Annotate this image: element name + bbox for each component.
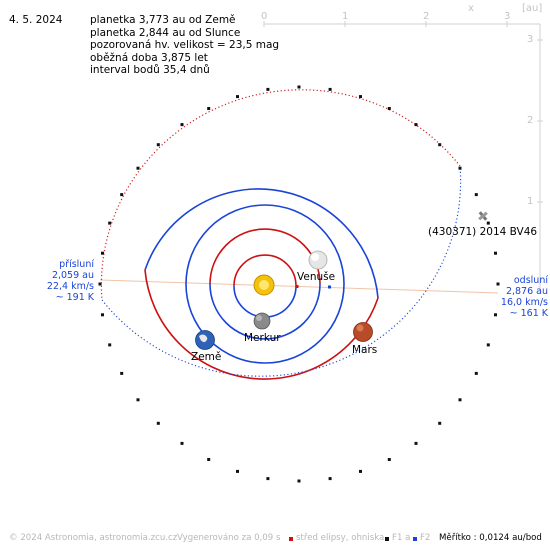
mars-orbit-upper bbox=[144, 188, 379, 299]
ellipse-center-marker bbox=[295, 285, 299, 288]
earth-orbit-lower bbox=[185, 283, 345, 364]
orbit-interval-marker bbox=[180, 441, 184, 445]
mercury-label: Merkur bbox=[244, 332, 281, 344]
orbit-interval-marker bbox=[458, 166, 462, 170]
info-line: planetka 3,773 au od Země bbox=[90, 14, 236, 26]
x-tick-2: 2 bbox=[423, 11, 430, 22]
orbit-interval-marker bbox=[156, 421, 160, 425]
y-tick-2: 2 bbox=[527, 115, 534, 126]
mars-label: Mars bbox=[352, 344, 378, 356]
orbit-interval-marker bbox=[101, 251, 104, 255]
orbit-interval-marker bbox=[156, 143, 160, 147]
apsis-line bbox=[99, 279, 499, 294]
orbit-interval-marker bbox=[414, 441, 418, 445]
mercury-orbit bbox=[233, 254, 297, 287]
orbit-interval-marker bbox=[359, 95, 362, 99]
perihelion-info: přísluní 2,059 au 22,4 km/s ~ 191 K bbox=[47, 259, 94, 303]
copyright-link[interactable]: © 2024 Astronomia, astronomia.zcu.cz bbox=[9, 533, 178, 543]
orbit-interval-marker bbox=[494, 251, 497, 255]
unit-label: [au] bbox=[522, 3, 543, 14]
legend-f2: F2 bbox=[420, 533, 431, 543]
generated-time: Vygenerováno za 0,09 s bbox=[177, 533, 281, 543]
sun-icon bbox=[253, 274, 275, 296]
perihelion-temp: ~ 191 K bbox=[55, 292, 94, 303]
asteroid-label: (430371) 2014 BV46 bbox=[428, 226, 538, 238]
orbit-interval-marker bbox=[236, 469, 239, 473]
orbit-interval-marker bbox=[494, 313, 497, 317]
venus-icon[interactable] bbox=[308, 250, 328, 270]
scale-label: Měřítko : 0,0124 au/bod bbox=[439, 533, 542, 543]
orbit-interval-marker bbox=[496, 282, 500, 286]
info-line: interval bodů 35,4 dnů bbox=[90, 64, 210, 76]
asteroid-icon[interactable] bbox=[476, 209, 490, 223]
orbit-interval-marker bbox=[108, 221, 112, 225]
orbit-interval-marker bbox=[120, 193, 124, 197]
venus-label: Venuše bbox=[297, 271, 336, 283]
aphelion-distance: 2,876 au bbox=[505, 286, 548, 297]
legend-f1: F1 a bbox=[392, 533, 411, 543]
x-tick-3: 3 bbox=[504, 11, 511, 22]
aphelion-title: odsluní bbox=[513, 275, 548, 286]
orbit-interval-marker bbox=[474, 193, 478, 197]
earth-icon[interactable] bbox=[195, 330, 215, 350]
orbit-interval-marker bbox=[136, 398, 140, 402]
focus-f2-marker bbox=[328, 285, 331, 289]
orbit-interval-marker bbox=[474, 371, 478, 375]
orbit-interval-marker bbox=[98, 282, 102, 286]
orbit-interval-marker bbox=[180, 123, 184, 127]
perihelion-speed: 22,4 km/s bbox=[46, 281, 94, 292]
orbit-interval-marker bbox=[486, 343, 490, 347]
aphelion-speed: 16,0 km/s bbox=[500, 297, 548, 308]
y-tick-1: 1 bbox=[527, 196, 534, 207]
orbit-interval-marker bbox=[297, 479, 301, 483]
date-label: 4. 5. 2024 bbox=[9, 14, 63, 26]
venus-orbit-lower bbox=[209, 283, 321, 340]
orbit-interval-marker bbox=[120, 371, 124, 375]
orbit-interval-marker bbox=[387, 107, 391, 110]
perihelion-distance: 2,059 au bbox=[51, 270, 94, 281]
orbit-interval-marker bbox=[108, 343, 112, 347]
earth-orbit bbox=[185, 204, 345, 285]
x-axis-label: x bbox=[468, 3, 474, 14]
orbit-interval-marker bbox=[236, 95, 239, 99]
orbit-interval-marker bbox=[414, 123, 418, 127]
asteroid-orbit bbox=[98, 85, 500, 483]
aphelion-temp: ~ 161 K bbox=[509, 308, 548, 319]
orbit-interval-marker bbox=[101, 313, 104, 317]
orbit-interval-marker bbox=[458, 398, 462, 402]
aphelion-info: odsluní 2,876 au 16,0 km/s ~ 161 K bbox=[501, 275, 548, 319]
orbit-interval-marker bbox=[297, 85, 301, 89]
x-tick-0: 0 bbox=[261, 11, 268, 22]
orbit-interval-marker bbox=[328, 477, 332, 481]
orbit-interval-marker bbox=[207, 458, 211, 461]
orbit-interval-marker bbox=[486, 221, 490, 225]
orbit-interval-marker bbox=[387, 458, 391, 461]
orbit-interval-marker bbox=[438, 421, 442, 425]
orbit-interval-marker bbox=[266, 477, 270, 481]
x-tick-1: 1 bbox=[342, 11, 349, 22]
orbit-interval-marker bbox=[136, 166, 140, 170]
coordinate-axes bbox=[263, 21, 543, 290]
info-line: oběžná doba 3,875 let bbox=[90, 51, 208, 64]
info-line: pozorovaná hv. velikost = 23,5 mag bbox=[90, 39, 280, 51]
mercury-icon[interactable] bbox=[253, 312, 271, 330]
orbit-interval-marker bbox=[438, 143, 442, 147]
orbit-interval-marker bbox=[207, 107, 211, 110]
earth-label: Země bbox=[191, 351, 222, 363]
legend-center: střed elipsy, ohniska bbox=[296, 533, 385, 543]
orbit-interval-marker bbox=[266, 87, 270, 91]
y-tick-3: 3 bbox=[527, 34, 534, 45]
orbit-interval-marker bbox=[359, 469, 362, 473]
orbit-interval-marker bbox=[328, 87, 332, 91]
mars-icon[interactable] bbox=[353, 322, 373, 342]
info-line: planetka 2,844 au od Slunce bbox=[90, 26, 241, 39]
perihelion-title: přísluní bbox=[59, 259, 94, 270]
mars-orbit-lower bbox=[144, 269, 379, 380]
